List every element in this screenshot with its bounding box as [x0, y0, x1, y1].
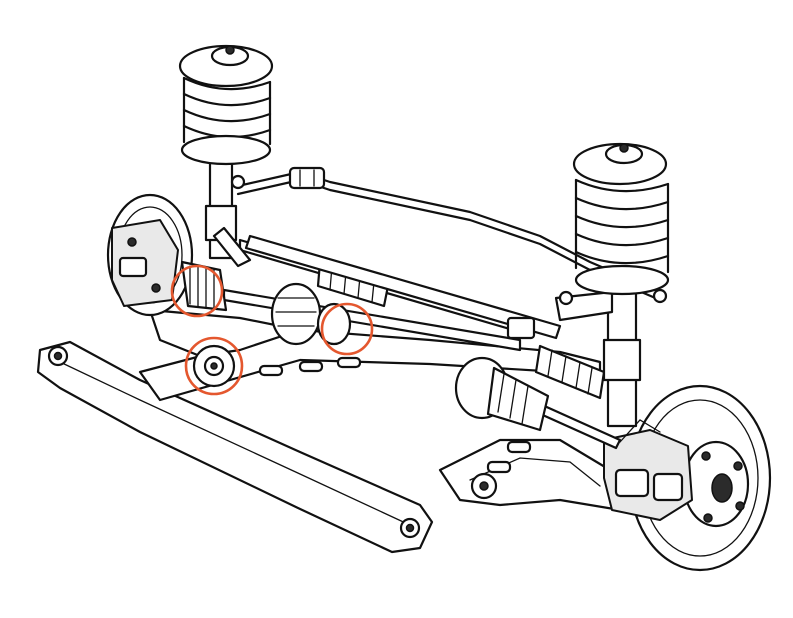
steering-rack	[244, 234, 562, 340]
highlight-circle-drive-shaft-boot	[170, 264, 224, 318]
highlight-circle-cv-joint-clamp	[320, 302, 374, 356]
right-coil-spring	[572, 142, 670, 296]
highlight-circle-subframe-mount	[184, 336, 244, 396]
right-cv-joint	[454, 356, 550, 432]
left-brake-hub	[106, 193, 194, 317]
left-lower-arm	[148, 308, 302, 388]
right-brake-caliper	[603, 419, 693, 521]
highlight-markers	[170, 264, 374, 396]
left-strut	[204, 156, 252, 268]
right-brake-disc	[628, 384, 772, 572]
left-coil-spring	[178, 44, 274, 166]
right-strut	[554, 284, 668, 428]
right-lower-arm	[438, 438, 622, 512]
